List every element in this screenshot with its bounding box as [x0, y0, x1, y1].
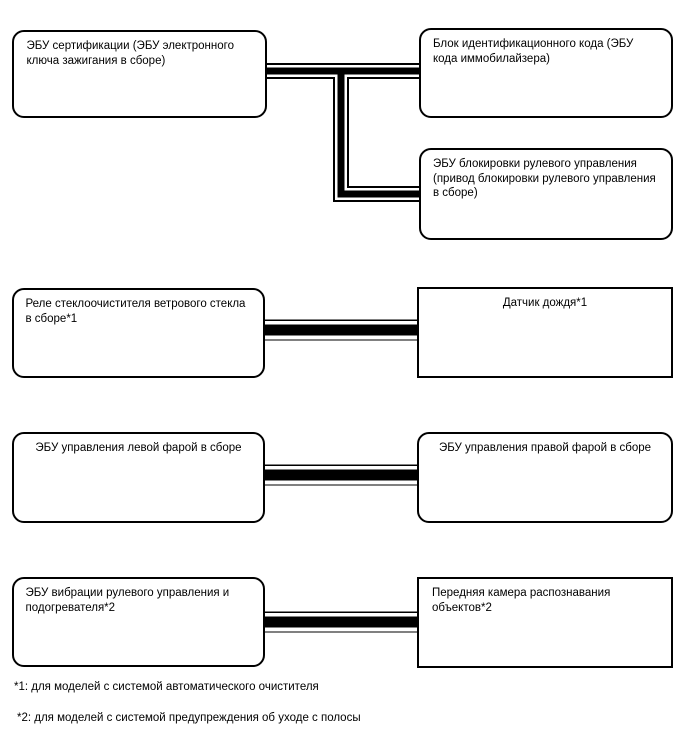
node-headlight-right-ecu-label: ЭБУ управления правой фарой в сборе [438, 442, 652, 454]
bus-row1-branch-outline [333, 71, 419, 202]
node-steering-vibration-ecu-label: ЭБУ вибрации рулевого управления и подог… [25, 587, 230, 614]
bus-core-pass [263, 67, 421, 628]
node-headlight-right-ecu: ЭБУ управления правой фарой в сборе [417, 432, 673, 523]
node-rain-sensor-label: Датчик дождя*1 [502, 297, 588, 309]
footnote-1: *1: для моделей с системой автоматическо… [14, 681, 319, 693]
node-rain-sensor: Датчик дождя*1 [417, 287, 673, 378]
footnote-2: *2: для моделей с системой предупреждени… [17, 712, 361, 724]
node-headlight-left-ecu: ЭБУ управления левой фарой в сборе [12, 432, 265, 523]
node-steering-lock-ecu: ЭБУ блокировки рулевого управления (прив… [419, 148, 673, 240]
node-id-code-box: Блок идентификационного кода (ЭБУ кода и… [419, 28, 673, 118]
node-wiper-relay: Реле стеклоочистителя ветрового стекла в… [12, 288, 265, 378]
node-id-code-box-label: Блок идентификационного кода (ЭБУ кода и… [433, 38, 634, 65]
node-front-camera-label: Передняя камера распознавания объектов*2 [432, 587, 611, 614]
node-steering-lock-ecu-label: ЭБУ блокировки рулевого управления (прив… [433, 158, 656, 199]
node-steering-vibration-ecu: ЭБУ вибрации рулевого управления и подог… [12, 577, 265, 667]
node-certification-ecu-label: ЭБУ сертификации (ЭБУ электронного ключа… [26, 40, 234, 67]
bus-row1-branch-core [337, 71, 419, 198]
node-front-camera: Передняя камера распознавания объектов*2 [417, 577, 673, 668]
node-wiper-relay-label: Реле стеклоочистителя ветрового стекла в… [25, 298, 246, 325]
bus-row1-branch-gap [335, 71, 419, 200]
node-certification-ecu: ЭБУ сертификации (ЭБУ электронного ключа… [12, 30, 267, 118]
node-headlight-left-ecu-label: ЭБУ управления левой фарой в сборе [35, 442, 242, 454]
